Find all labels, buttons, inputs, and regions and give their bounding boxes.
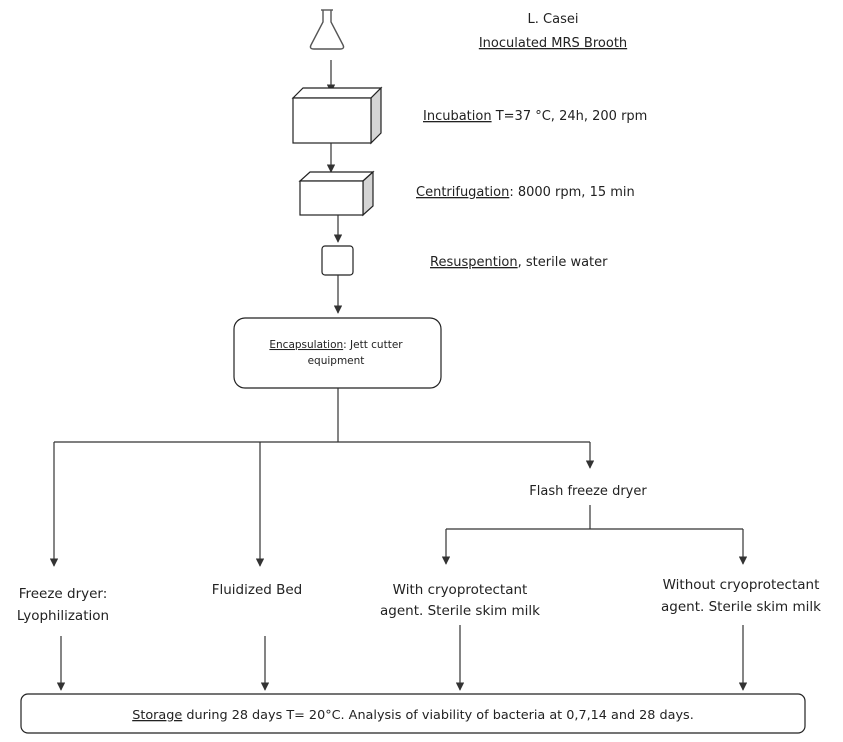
medium-label: Inoculated MRS Brooth xyxy=(479,36,627,51)
incubation-label: Incubation T=37 °C, 24h, 200 rpm xyxy=(423,109,647,124)
freeze-dryer-line2: Lyophilization xyxy=(17,608,109,624)
centrifugation-title: Centrifugation xyxy=(416,185,509,200)
centrifugation-label: Centrifugation: 8000 rpm, 15 min xyxy=(416,185,635,200)
resuspension-detail: , sterile water xyxy=(518,255,609,270)
with-cryo-line2: agent. Sterile skim milk xyxy=(380,603,540,619)
incubation-title: Incubation xyxy=(423,109,492,124)
resuspension-title: Resuspention xyxy=(430,255,518,270)
without-cryo-line1: Without cryoprotectant xyxy=(663,577,820,593)
storage-label: Storage during 28 days T= 20°C. Analysis… xyxy=(132,708,694,723)
centrifugation-box xyxy=(298,170,375,217)
storage-detail: during 28 days T= 20°C. Analysis of viab… xyxy=(182,708,694,723)
fluidized-bed-label: Fluidized Bed xyxy=(212,582,303,598)
encapsulation-detail1: : Jett cutter xyxy=(343,339,403,351)
incubation-detail: T=37 °C, 24h, 200 rpm xyxy=(492,109,648,124)
organism-label: L. Casei xyxy=(528,12,579,27)
encapsulation-line1: Encapsulation: Jett cutter xyxy=(269,339,403,351)
resuspension-label: Resuspention, sterile water xyxy=(430,255,608,270)
centrifugation-detail: : 8000 rpm, 15 min xyxy=(509,185,634,200)
encapsulation-line2: equipment xyxy=(308,355,365,367)
storage-box xyxy=(20,693,806,734)
encapsulation-title: Encapsulation xyxy=(269,339,343,351)
flash-freeze-label: Flash freeze dryer xyxy=(529,484,647,499)
flask-icon xyxy=(309,9,345,50)
resuspension-box xyxy=(321,245,354,276)
without-cryo-line2: agent. Sterile skim milk xyxy=(661,599,821,615)
freeze-dryer-line1: Freeze dryer: xyxy=(19,586,108,602)
with-cryo-line1: With cryoprotectant xyxy=(393,582,528,598)
incubation-box xyxy=(291,86,383,145)
encapsulation-box xyxy=(233,317,442,389)
storage-title: Storage xyxy=(132,708,182,723)
